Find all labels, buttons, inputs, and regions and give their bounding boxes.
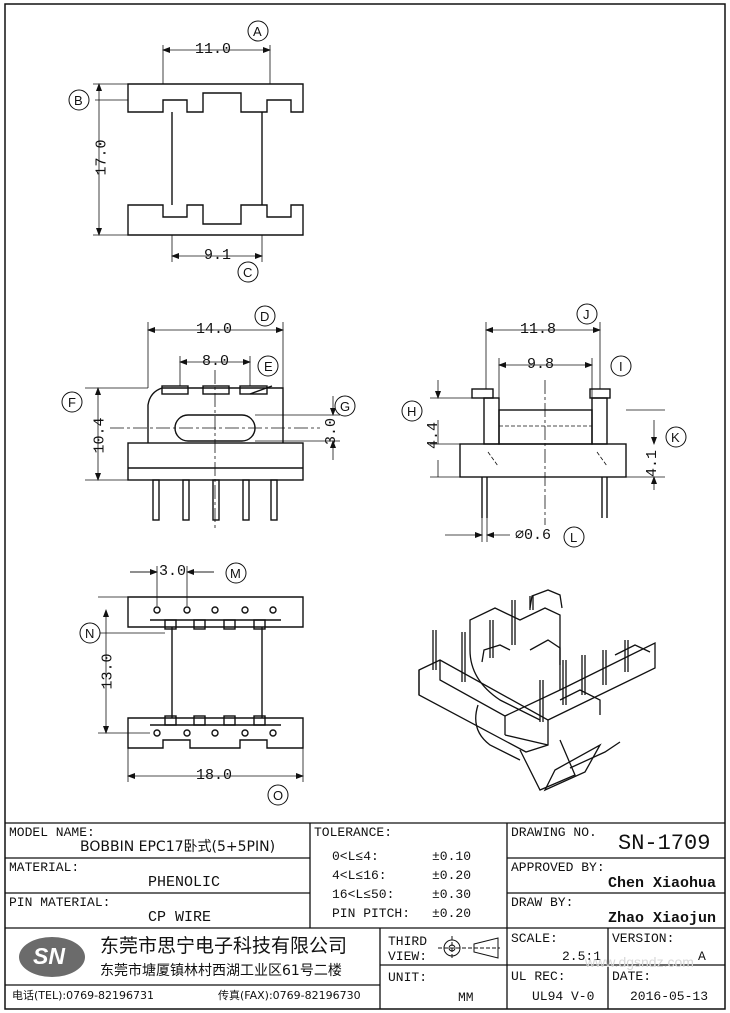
side-view — [459, 388, 627, 518]
tolerance-range-2: 4<L≤16: — [332, 868, 387, 883]
company-name: 东莞市思宁电子科技有限公司 — [100, 935, 348, 957]
callout-n: N — [85, 626, 95, 641]
company-address: 东莞市塘厦镇林村西湖工业区61号二楼 — [100, 963, 342, 979]
callout-o: O — [273, 788, 284, 803]
front-view — [127, 385, 304, 521]
callout-g: G — [340, 399, 351, 414]
callout-m: M — [230, 566, 241, 581]
tolerance-range-1: 0<L≤4: — [332, 849, 379, 864]
dim-side-h: 4.4 — [425, 421, 443, 450]
material-label: MATERIAL: — [9, 860, 80, 875]
dim-top-width: 11.0 — [195, 41, 232, 58]
ul-rec-value: UL94 V-0 — [532, 989, 595, 1004]
drawing-no-value: SN-1709 — [618, 831, 711, 856]
company-fax: 传真(FAX):0769-82196730 — [218, 989, 361, 1002]
callout-k: K — [671, 430, 680, 445]
dim-top-height: 17.0 — [93, 139, 111, 176]
dim-side-inner: 9.8 — [527, 356, 555, 373]
third-angle-projection-icon — [438, 936, 500, 960]
callout-h: H — [407, 404, 417, 419]
dim-side-width: 11.8 — [520, 321, 557, 338]
tolerance-value-4: ±0.20 — [432, 906, 472, 921]
tolerance-value-1: ±0.10 — [432, 849, 472, 864]
dim-front-inner: 8.0 — [202, 353, 230, 370]
scale-value: 2.5:1 — [562, 949, 602, 964]
dim-bottom-height: 13.0 — [99, 653, 117, 690]
dim-top-inner: 9.1 — [204, 247, 232, 264]
tolerance-range-3: 16<L≤50: — [332, 887, 395, 902]
callout-j: J — [583, 307, 590, 322]
bottom-view — [127, 596, 304, 749]
dim-front-slot: 3.0 — [323, 417, 341, 446]
callout-i: I — [619, 359, 623, 374]
unit-value: MM — [458, 990, 474, 1005]
model-name-label: MODEL NAME: — [9, 825, 95, 840]
date-label: DATE: — [612, 969, 652, 984]
approved-by-label: APPROVED BY: — [511, 860, 605, 875]
dim-bottom-width: 18.0 — [196, 767, 233, 784]
callout-c: C — [243, 265, 253, 280]
top-view — [127, 83, 304, 236]
dim-front-height: 10.4 — [91, 417, 109, 454]
tolerance-value-3: ±0.30 — [432, 887, 472, 902]
pin-material-label: PIN MATERIAL: — [9, 895, 111, 910]
date-value: 2016-05-13 — [630, 989, 709, 1004]
drawing-no-label: DRAWING NO. — [511, 825, 597, 840]
model-name-value: BOBBIN EPC17卧式(5+5PIN) — [80, 839, 276, 855]
drawing-frame — [4, 3, 726, 1010]
tolerance-value-2: ±0.20 — [432, 868, 472, 883]
callout-b: B — [74, 93, 83, 108]
ul-rec-label: UL REC: — [511, 969, 566, 984]
dim-pin-diameter: ⌀0.6 — [515, 527, 552, 544]
dim-front-width: 14.0 — [196, 321, 233, 338]
draw-by-label: DRAW BY: — [511, 895, 574, 910]
watermark: www.dgsndz.com — [585, 954, 694, 970]
callout-a: A — [253, 24, 262, 39]
third-view-label: THIRD VIEW: — [388, 934, 428, 964]
callout-l: L — [570, 530, 578, 545]
company-logo — [19, 937, 85, 977]
title-block — [5, 822, 725, 1009]
dim-side-k: 4.1 — [644, 449, 662, 478]
version-label: VERSION: — [612, 931, 675, 946]
pin-material-value: CP WIRE — [148, 909, 212, 926]
callout-f: F — [68, 395, 76, 410]
draw-by-value: Zhao Xiaojun — [608, 910, 717, 927]
approved-by-value: Chen Xiaohua — [608, 875, 717, 892]
tolerance-label: TOLERANCE: — [314, 825, 393, 840]
isometric-view — [418, 589, 656, 792]
callout-e: E — [264, 359, 273, 374]
unit-label: UNIT: — [388, 970, 428, 985]
dim-bottom-pitch: 3.0 — [159, 563, 187, 580]
tolerance-range-4: PIN PITCH: — [332, 906, 411, 921]
scale-label: SCALE: — [511, 931, 558, 946]
material-value: PHENOLIC — [148, 874, 221, 891]
callout-d: D — [260, 309, 270, 324]
logo-text: SN — [33, 943, 65, 969]
version-value: A — [698, 949, 706, 964]
company-tel: 电话(TEL):0769-82196731 — [12, 989, 155, 1002]
